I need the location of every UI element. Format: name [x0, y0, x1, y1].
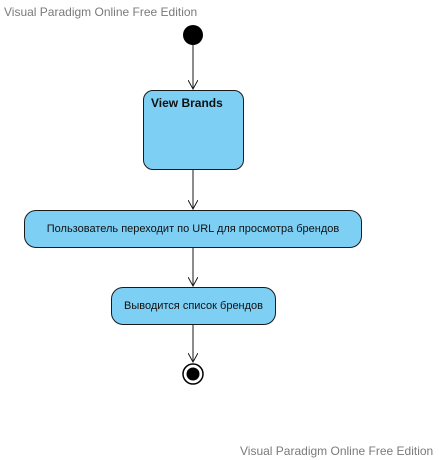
subactivity-view-brands-label: View Brands — [151, 96, 223, 110]
action-navigate-url-label: Пользователь переходит по URL для просмо… — [46, 223, 340, 235]
initial-node[interactable] — [183, 25, 203, 45]
watermark-top: Visual Paradigm Online Free Edition — [4, 5, 198, 19]
final-node[interactable] — [182, 363, 204, 385]
subactivity-view-brands[interactable]: View Brands — [143, 90, 244, 170]
action-navigate-url[interactable]: Пользователь переходит по URL для просмо… — [24, 210, 362, 248]
watermark-bottom: Visual Paradigm Online Free Edition — [240, 444, 434, 458]
action-list-displayed-label: Выводится список брендов — [123, 300, 264, 312]
action-list-displayed[interactable]: Выводится список брендов — [111, 287, 276, 325]
